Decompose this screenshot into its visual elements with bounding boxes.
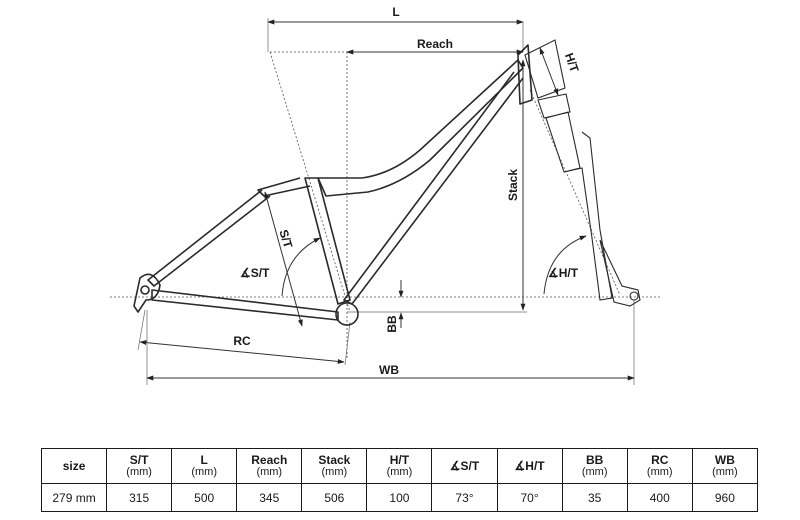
col-wb: WB(mm): [691, 448, 759, 484]
col-head-tube: H/T(mm): [366, 448, 433, 484]
cell-reach: 345: [236, 483, 303, 512]
cell-wb: 960: [691, 483, 759, 512]
chain-stay: [151, 289, 339, 321]
col-seat-angle: ∡S/T: [431, 448, 498, 484]
geometry-table: size S/T(mm) L(mm) Reach(mm) Stack(mm) H…: [40, 448, 759, 512]
rear-dropout: [133, 273, 161, 313]
cell-stack: 506: [301, 483, 368, 512]
label-l: L: [392, 5, 399, 19]
col-reach: Reach(mm): [236, 448, 303, 484]
cell-l: 500: [171, 483, 238, 512]
label-seat-angle: ∡S/T: [240, 266, 270, 280]
table-row: 279 mm 315 500 345 506 100 73° 70° 35 40…: [40, 483, 759, 512]
label-head-tube: H/T: [562, 51, 582, 75]
col-head-angle: ∡H/T: [496, 448, 563, 484]
label-seat-tube: S/T: [276, 228, 295, 251]
label-stack: Stack: [506, 169, 520, 201]
label-reach: Reach: [417, 37, 453, 51]
table-header-row: size S/T(mm) L(mm) Reach(mm) Stack(mm) H…: [40, 448, 759, 484]
suspension-fork: [524, 39, 641, 307]
label-rc: RC: [233, 334, 251, 348]
head-tube: [517, 44, 533, 105]
dimension-label-group: L Reach Stack H/T S/T ∡S/T ∡H/T BB RC WB: [233, 5, 582, 377]
cell-size: 279 mm: [40, 483, 108, 512]
cell-head-tube: 100: [366, 483, 433, 512]
col-size: size: [40, 448, 108, 484]
seat-tube: [304, 177, 351, 305]
down-tube: [343, 71, 524, 305]
cell-bb: 35: [561, 483, 628, 512]
col-bb: BB(mm): [561, 448, 628, 484]
dimension-lines: [139, 19, 635, 381]
cell-seat-tube: 315: [106, 483, 173, 512]
label-head-angle: ∡H/T: [548, 266, 579, 280]
bike-geometry-diagram: L Reach Stack H/T S/T ∡S/T ∡H/T BB RC WB: [110, 5, 660, 385]
col-rc: RC(mm): [626, 448, 693, 484]
col-seat-tube: S/T(mm): [106, 448, 173, 484]
cell-rc: 400: [626, 483, 693, 512]
cell-seat-angle: 73°: [431, 483, 498, 512]
bottom-bracket: [335, 302, 359, 326]
col-l: L(mm): [171, 448, 238, 484]
cell-head-angle: 70°: [496, 483, 563, 512]
seat-stay: [147, 177, 311, 287]
top-tube: [317, 59, 524, 197]
label-bb: BB: [385, 315, 399, 333]
bike-frame: [133, 44, 533, 326]
label-wb: WB: [379, 363, 399, 377]
col-stack: Stack(mm): [301, 448, 368, 484]
